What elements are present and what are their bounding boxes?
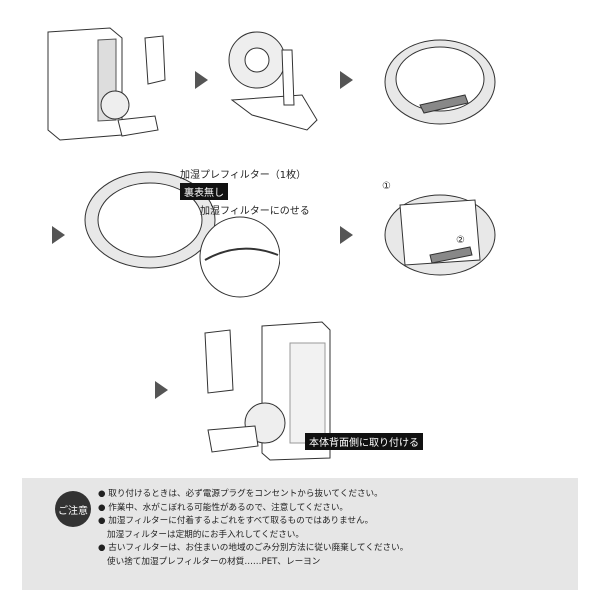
reattach-illustration — [204, 321, 331, 461]
step-arrow-icon — [52, 226, 65, 244]
caution-item: ● 取り付けるときは、必ず電源プラグをコンセントから抜いてください。 — [98, 489, 383, 499]
filter-locking-illustration — [384, 194, 496, 276]
step-arrow-icon — [340, 71, 353, 89]
caution-badge: ご注意 — [55, 491, 91, 527]
caution-panel: ● 取り付けるときは、必ず電源プラグをコンセントから抜いてください。 ● 作業中… — [22, 478, 578, 590]
unit-illustration — [47, 27, 166, 141]
reversible-badge: 裏表無し — [180, 183, 228, 200]
instruction-text: 加湿フィルターにのせる — [200, 206, 310, 217]
prefilter-tray-illustration — [384, 39, 496, 125]
step-marker-1: ① — [382, 181, 391, 192]
caution-item: ● 加湿フィルターに付着するよごれをすべて取るものではありません。加湿フィルター… — [98, 516, 374, 540]
step-marker-2: ② — [456, 235, 465, 246]
prefilter-label: 加湿プレフィルター（1枚） — [180, 170, 307, 181]
step-arrow-icon — [340, 226, 353, 244]
caution-item: ● 古いフィルターは、お住まいの地域のごみ分別方法に従い廃棄してください。使い捨… — [98, 543, 409, 567]
filter-frame-illustration — [228, 31, 318, 131]
step-arrow-icon — [195, 71, 208, 89]
attach-instruction-label: 本体背面側に取り付ける — [305, 433, 423, 450]
caution-item: ● 作業中、水がこぼれる可能性があるので、注意してください。 — [98, 502, 349, 513]
step-arrow-icon — [155, 381, 168, 399]
